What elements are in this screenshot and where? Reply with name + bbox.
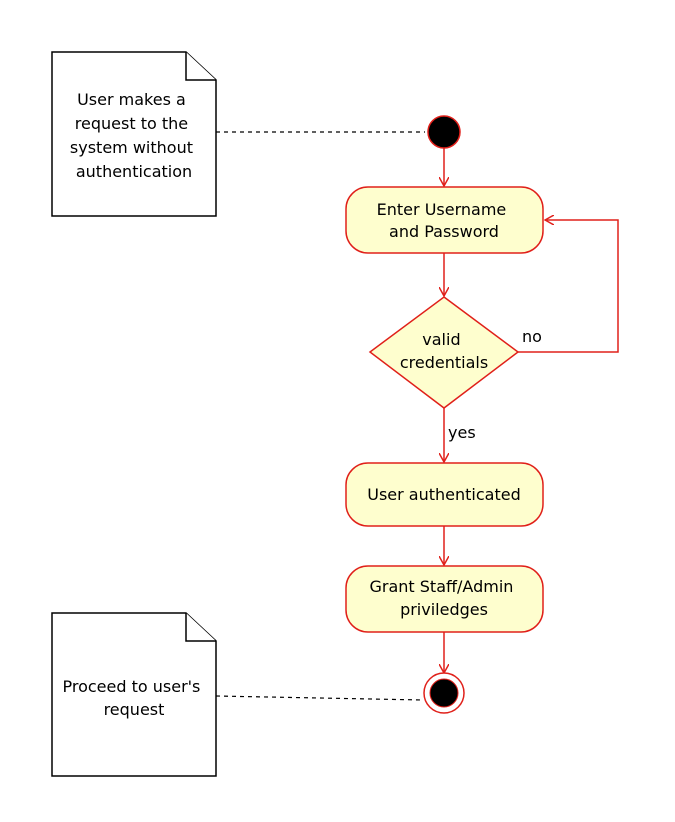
note-end-connector [215, 695, 424, 701]
yes-label: yes [448, 423, 476, 442]
activity-enter-credentials: Enter Username and Password [345, 186, 544, 254]
activity-authenticated-line: User authenticated [367, 485, 521, 504]
svg-text:User authenticated: User authenticated [367, 485, 521, 504]
end-node [423, 672, 465, 714]
note-start-line: request to the [75, 114, 188, 133]
activity-grant-privileges-line: Grant Staff/Admin [369, 577, 513, 596]
decision-valid-credentials: valid credentials [368, 296, 520, 409]
activity-grant-privileges-line: priviledges [400, 600, 488, 619]
decision-label-line: valid [422, 330, 460, 349]
activity-grant-privileges: Grant Staff/Admin priviledges [345, 565, 544, 633]
activity-authenticated: User authenticated [345, 462, 544, 527]
activity-enter-credentials-line: Enter Username [377, 200, 507, 219]
no-label: no [522, 327, 542, 346]
svg-text:valid credentials: valid credentials [400, 330, 488, 372]
note-start-line: system without [70, 138, 193, 157]
note-start-line: User makes a [77, 90, 186, 109]
note-end-line: request [104, 700, 165, 719]
activity-enter-credentials-line: and Password [389, 222, 499, 241]
note-start-line: authentication [76, 162, 192, 181]
decision-label-line: credentials [400, 353, 488, 372]
flow-no-loop [518, 220, 619, 353]
svg-text:Enter Username and Passw: Enter Username and Password [377, 200, 512, 241]
svg-text:Grant Staff/Admin privil: Grant Staff/Admin priviledges [369, 577, 518, 619]
note-end: Proceed to user's request [51, 612, 217, 777]
start-node [427, 115, 461, 149]
note-start-text: User makes a request to the system witho… [70, 90, 198, 181]
note-start: User makes a request to the system witho… [51, 51, 217, 217]
note-end-text: Proceed to user's request [63, 677, 206, 719]
note-end-line: Proceed to user's [63, 677, 201, 696]
